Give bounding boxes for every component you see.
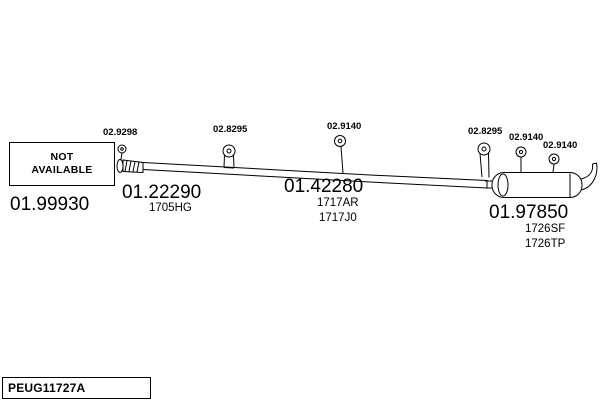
- fitting-label-2: 02.8295: [213, 124, 248, 135]
- not-available-line2: AVAILABLE: [31, 164, 93, 176]
- part-number-front: 01.22290: [122, 182, 202, 203]
- part-number-rear: 01.97850: [489, 202, 569, 223]
- hanger-ring-icon-1: [334, 135, 346, 174]
- muffler: [485, 172, 583, 198]
- clamp-icon-3: [477, 142, 491, 178]
- tailpipe: [580, 162, 598, 191]
- part-number-na: 01.99930: [10, 194, 90, 215]
- hanger-ring-icon-2: [515, 146, 527, 172]
- drawing-code: PEUG11727A: [8, 381, 86, 395]
- fitting-label-1: 02.9298: [103, 127, 138, 138]
- fitting-label-6: 02.9140: [543, 140, 578, 151]
- part-variant-front-1: 1705HG: [149, 202, 192, 214]
- hanger-ring-icon-3: [548, 153, 560, 173]
- part-variant-center-2: 1717J0: [319, 212, 357, 224]
- flex-joint: [116, 159, 144, 174]
- not-available-box: NOT AVAILABLE: [9, 142, 115, 186]
- part-variant-rear-1: 1726SF: [525, 223, 566, 235]
- fitting-label-5: 02.9140: [509, 132, 544, 143]
- not-available-line1: NOT: [50, 151, 74, 163]
- part-number-center: 01.42280: [284, 176, 364, 197]
- clamp-icon-1: [117, 144, 127, 160]
- part-variant-center-1: 1717AR: [317, 197, 359, 209]
- fitting-label-4: 02.8295: [468, 126, 503, 137]
- part-variant-rear-2: 1726TP: [525, 238, 566, 250]
- drawing-code-box: PEUG11727A: [2, 377, 151, 399]
- fitting-label-3: 02.9140: [327, 121, 362, 132]
- clamp-icon-2: [222, 144, 236, 169]
